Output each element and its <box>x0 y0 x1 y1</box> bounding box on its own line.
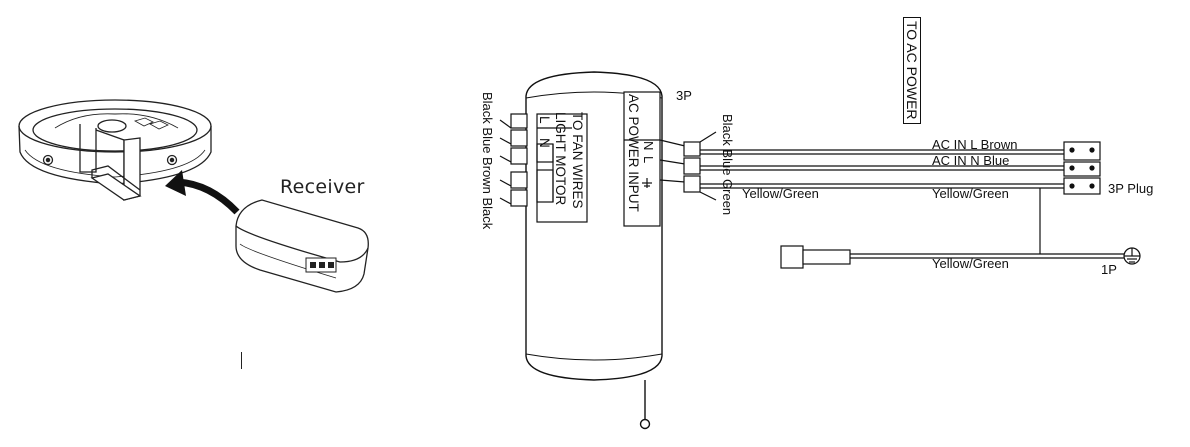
to-ac-power-label: TO AC POWER <box>903 17 921 124</box>
ac-in-l-label: AC IN L Brown <box>932 137 1018 152</box>
canopy-illustration <box>18 99 212 201</box>
ac-terminal-l-label: L <box>641 156 656 164</box>
yellow-green-label-3: Yellow/Green <box>932 256 1009 271</box>
fan-wires-title: TO FAN WIRES <box>570 112 585 209</box>
ac-power-input-label: AC POWER INPUT <box>626 94 641 212</box>
text-cursor-mark <box>241 352 242 369</box>
fan-wires-row3: L N <box>537 116 552 148</box>
main-wires <box>700 149 1124 259</box>
yellow-green-label-1: Yellow/Green <box>742 186 819 201</box>
plug-3p-terminals <box>1063 141 1101 195</box>
label-3p: 3P <box>676 88 692 103</box>
left-wire-colors-label: Black Blue Brown Black <box>480 92 495 230</box>
fan-wires-row2: LIGHT MOTOR <box>553 112 568 206</box>
install-arrow-icon <box>165 170 240 215</box>
ac-in-n-label: AC IN N Blue <box>932 153 1010 168</box>
ground-icon <box>1123 247 1141 265</box>
ac-terminal-n-label: N <box>641 141 656 151</box>
fan-wires-box <box>536 113 588 223</box>
label-1p: 1P <box>1101 262 1117 277</box>
right-wire-colors-label: Black Blue Green <box>720 114 735 216</box>
right-cable-connectors <box>683 131 717 201</box>
plug-3p-label: 3P Plug <box>1108 181 1154 196</box>
ac-power-input-box <box>623 91 686 227</box>
yellow-green-label-2: Yellow/Green <box>932 186 1009 201</box>
left-wire-connectors <box>499 113 528 207</box>
connector-1p <box>780 245 851 269</box>
receiver-box-illustration <box>235 199 369 293</box>
receiver-label: Receiver <box>280 176 365 198</box>
